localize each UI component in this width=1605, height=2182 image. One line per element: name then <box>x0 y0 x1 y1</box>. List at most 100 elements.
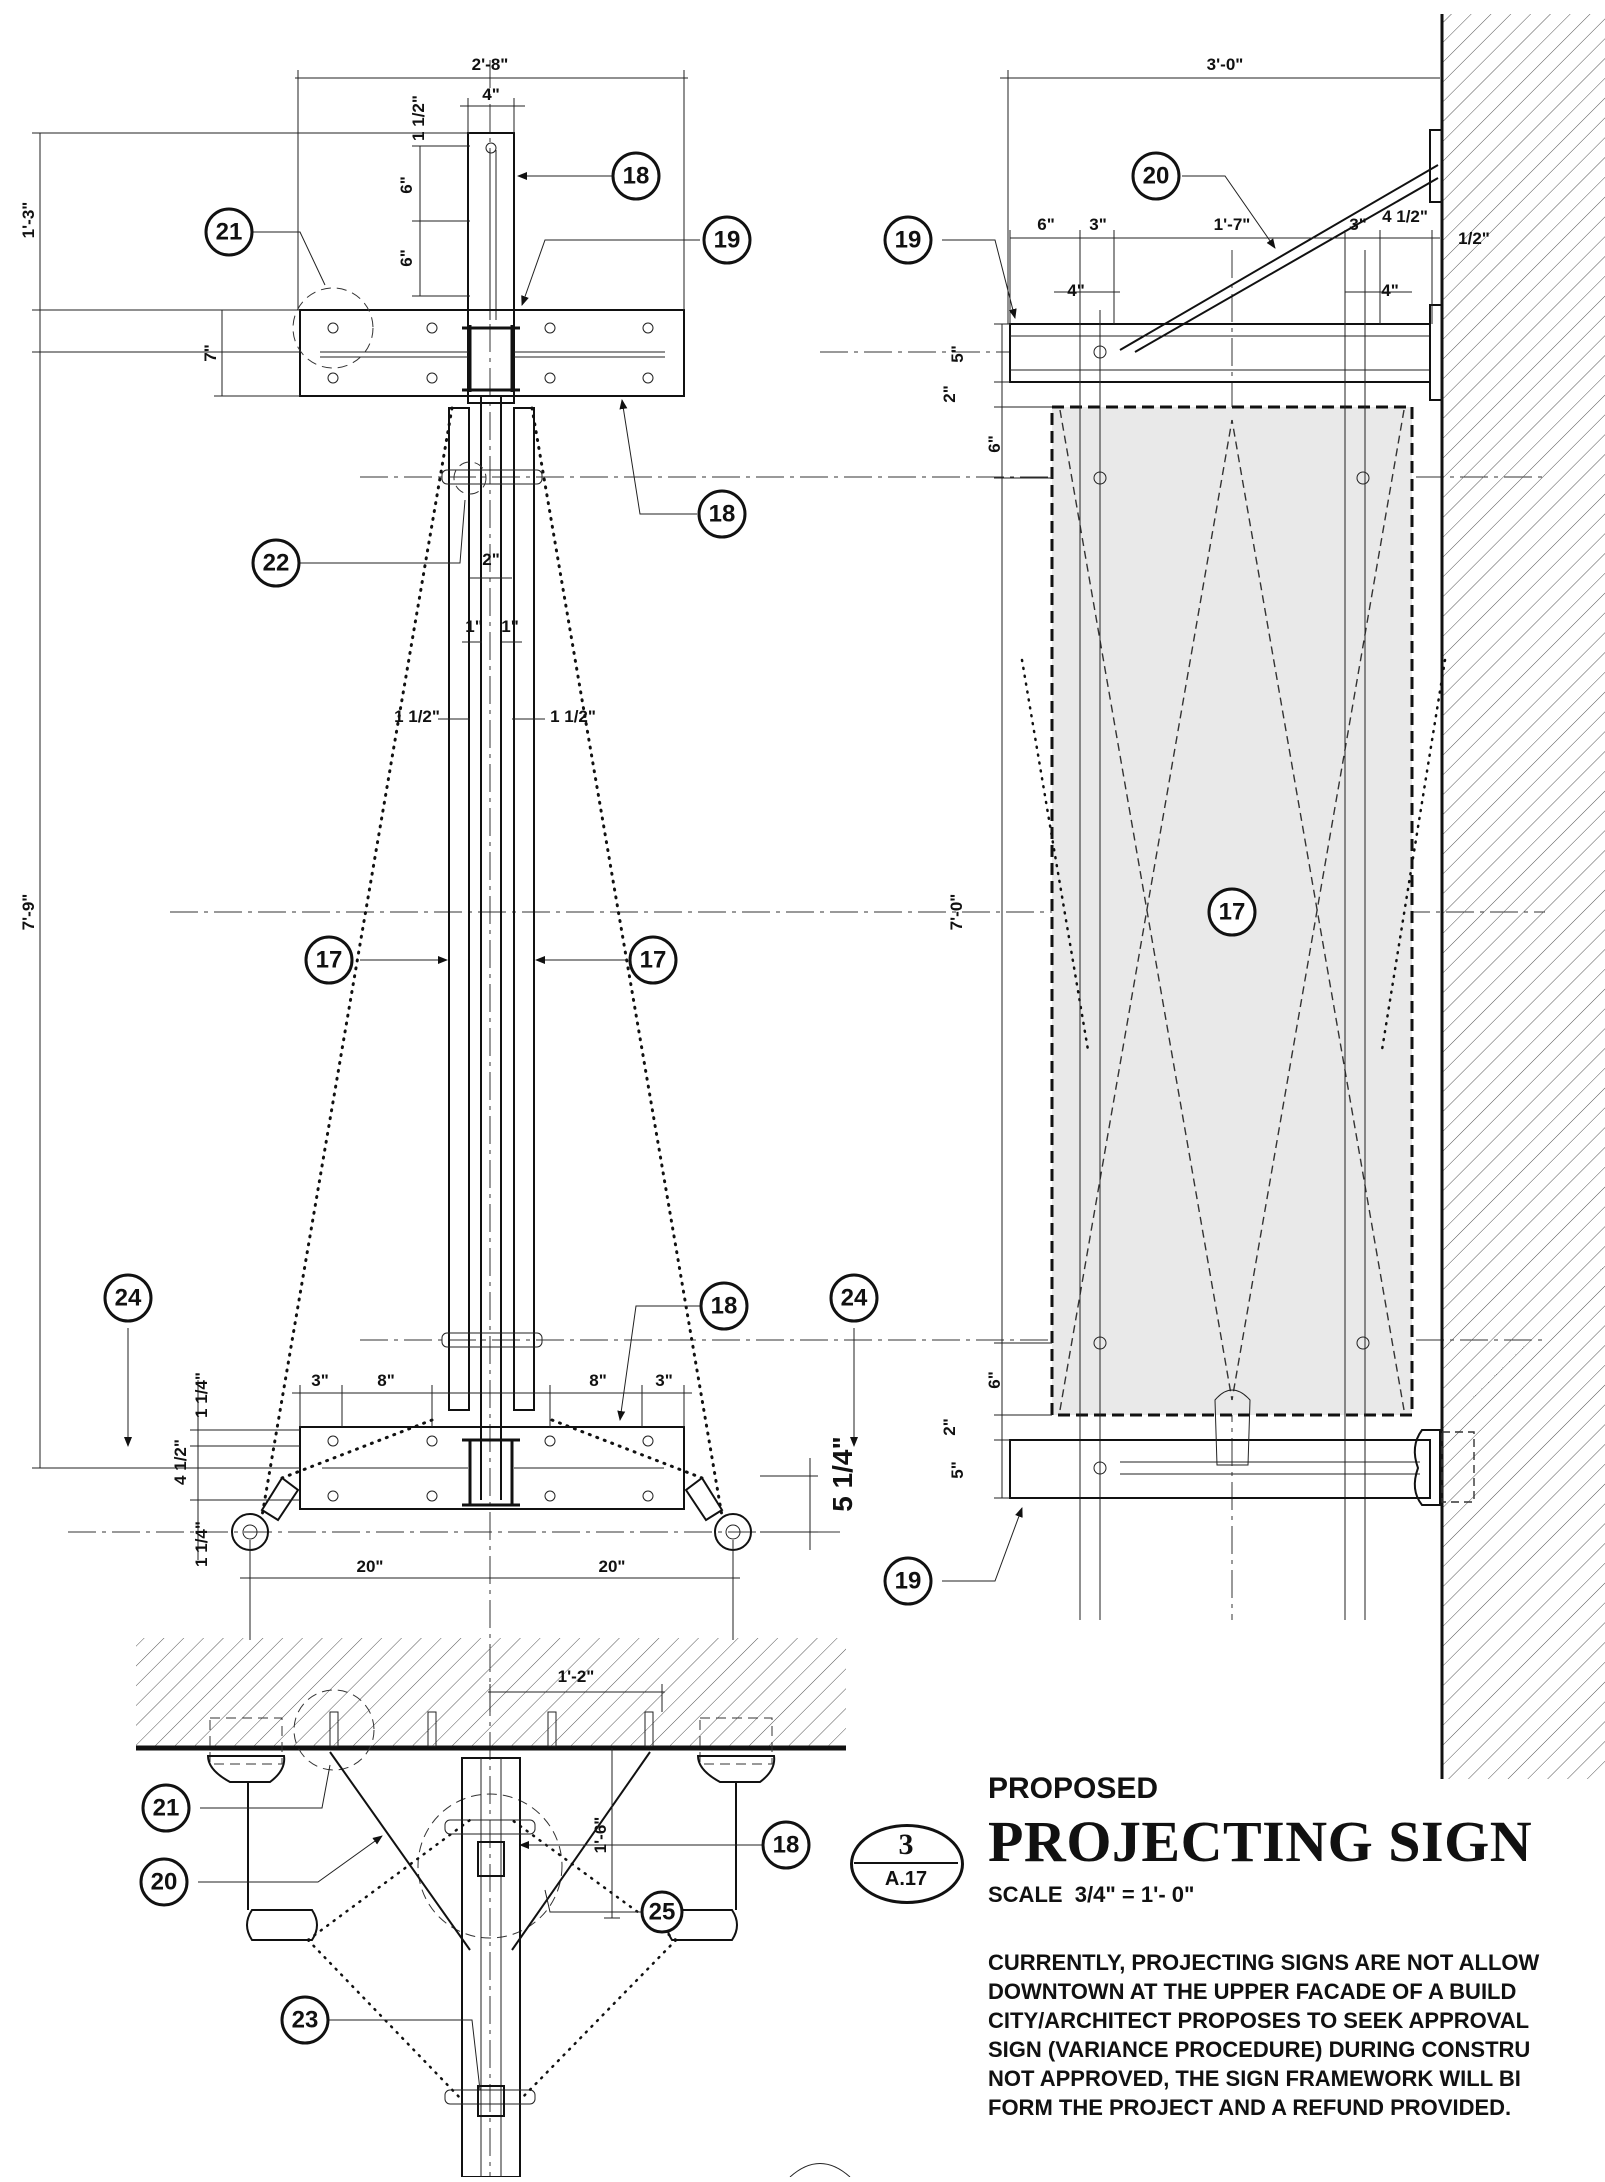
title-prefix: PROPOSED <box>988 1772 1159 1805</box>
svg-text:8": 8" <box>589 1371 607 1390</box>
svg-text:18: 18 <box>711 1293 738 1320</box>
callout-20-side: 20 <box>1131 151 1181 201</box>
svg-text:19: 19 <box>714 227 741 254</box>
svg-text:6": 6" <box>397 249 416 267</box>
svg-text:17: 17 <box>640 947 667 974</box>
svg-text:17: 17 <box>316 947 343 974</box>
svg-text:5": 5" <box>948 1461 967 1479</box>
callout-25-plan: 25 <box>640 1890 684 1934</box>
note-line: FORM THE PROJECT AND A REFUND PROVIDED. <box>988 2095 1512 2120</box>
front-view <box>231 132 752 1551</box>
callout-19-side-top: 19 <box>883 215 933 265</box>
svg-text:1 1/2": 1 1/2" <box>550 707 596 726</box>
svg-text:2'-8": 2'-8" <box>472 55 509 74</box>
svg-text:1": 1" <box>501 617 519 636</box>
callout-24-left: 24 <box>103 1273 153 1323</box>
drawing-notes: CURRENTLY, PROJECTING SIGNS ARE NOT ALLO… <box>988 1948 1605 2122</box>
svg-text:3": 3" <box>1349 215 1367 234</box>
note-line: SIGN (VARIANCE PROCEDURE) DURING CONSTRU <box>988 2037 1531 2062</box>
svg-text:24: 24 <box>115 1285 142 1312</box>
note-line: DOWNTOWN AT THE UPPER FACADE OF A BUILD <box>988 1979 1517 2004</box>
svg-text:1'-2": 1'-2" <box>558 1667 595 1686</box>
svg-text:6": 6" <box>1037 215 1055 234</box>
svg-text:7'-9": 7'-9" <box>19 894 38 931</box>
callout-18-bottom: 18 <box>699 1281 749 1331</box>
svg-text:4": 4" <box>1067 281 1085 300</box>
svg-text:1 1/4": 1 1/4" <box>192 1372 211 1418</box>
plan-view <box>136 1638 851 2178</box>
svg-text:4": 4" <box>482 85 500 104</box>
svg-text:20: 20 <box>151 1869 178 1896</box>
drawing-scale: SCALE 3/4" = 1'- 0" <box>988 1882 1195 1907</box>
svg-text:17: 17 <box>1219 899 1246 926</box>
svg-text:18: 18 <box>773 1832 800 1859</box>
svg-text:3'-0": 3'-0" <box>1207 55 1244 74</box>
svg-text:6": 6" <box>985 435 1004 453</box>
callout-17-side: 17 <box>1207 887 1257 937</box>
callout-21-plan: 21 <box>141 1783 191 1833</box>
svg-text:1/2": 1/2" <box>1458 229 1490 248</box>
callout-24-right: 24 <box>829 1273 879 1323</box>
note-line: CITY/ARCHITECT PROPOSES TO SEEK APPROVAL <box>988 2008 1530 2033</box>
note-line: NOT APPROVED, THE SIGN FRAMEWORK WILL BI <box>988 2066 1521 2091</box>
svg-text:4 1/2": 4 1/2" <box>171 1439 190 1485</box>
svg-text:21: 21 <box>153 1795 180 1822</box>
callout-21-top: 21 <box>204 207 254 257</box>
svg-text:20: 20 <box>1143 163 1170 190</box>
callout-22: 22 <box>251 538 301 588</box>
callouts: 18 19 21 18 22 17 17 24 18 24 20 19 17 1… <box>103 151 1257 2045</box>
svg-text:6": 6" <box>397 176 416 194</box>
svg-text:1'-6": 1'-6" <box>591 1817 610 1854</box>
svg-text:1 1/2": 1 1/2" <box>409 95 428 141</box>
svg-text:6": 6" <box>985 1371 1004 1389</box>
side-view <box>1009 14 1605 1779</box>
svg-text:8": 8" <box>377 1371 395 1390</box>
sheet-reference: A.17 <box>884 1868 928 1890</box>
callout-17-left: 17 <box>304 935 354 985</box>
svg-text:22: 22 <box>263 550 290 577</box>
svg-text:1'-3": 1'-3" <box>19 202 38 239</box>
svg-text:18: 18 <box>623 163 650 190</box>
callout-19-top: 19 <box>702 215 752 265</box>
callout-20-plan: 20 <box>139 1857 189 1907</box>
svg-text:5 1/4": 5 1/4" <box>827 1436 858 1512</box>
callout-19-side-bottom: 19 <box>883 1556 933 1606</box>
svg-text:25: 25 <box>649 1899 676 1926</box>
dimension-text: 2'-8" 4" 1 1/2" 6" 6" 1'-3" 7" 7'-9" 2" … <box>19 55 1490 1853</box>
note-line: CURRENTLY, PROJECTING SIGNS ARE NOT ALLO… <box>988 1950 1540 1975</box>
svg-text:3": 3" <box>655 1371 673 1390</box>
drawing-title: PROJECTING SIGN <box>988 1809 1533 1874</box>
svg-text:7'-0": 7'-0" <box>947 894 966 931</box>
leader-lines <box>124 172 1276 2091</box>
svg-text:19: 19 <box>895 1568 922 1595</box>
svg-text:1": 1" <box>465 617 483 636</box>
svg-text:20": 20" <box>599 1557 626 1576</box>
svg-text:23: 23 <box>292 2007 319 2034</box>
callout-18-plan: 18 <box>761 1820 811 1870</box>
svg-text:2": 2" <box>940 385 959 403</box>
svg-text:4": 4" <box>1381 281 1399 300</box>
svg-text:20": 20" <box>357 1557 384 1576</box>
svg-text:3": 3" <box>311 1371 329 1390</box>
callout-23-plan: 23 <box>280 1995 330 2045</box>
svg-text:19: 19 <box>895 227 922 254</box>
svg-text:3": 3" <box>1089 215 1107 234</box>
svg-text:4 1/2": 4 1/2" <box>1382 207 1428 226</box>
svg-text:24: 24 <box>841 1285 868 1312</box>
svg-text:1 1/4": 1 1/4" <box>192 1521 211 1567</box>
svg-text:18: 18 <box>709 501 736 528</box>
svg-text:7": 7" <box>201 344 220 362</box>
svg-text:1 1/2": 1 1/2" <box>394 707 440 726</box>
callout-17-right: 17 <box>628 935 678 985</box>
detail-tag: 3 A.17 <box>850 1824 964 1904</box>
callout-18-mid: 18 <box>697 489 747 539</box>
svg-text:5": 5" <box>948 345 967 363</box>
dimension-lines <box>32 70 1440 1919</box>
svg-text:1'-7": 1'-7" <box>1214 215 1251 234</box>
detail-tag-oval <box>850 1824 964 1904</box>
detail-number: 3 <box>898 1828 914 1861</box>
svg-text:2": 2" <box>940 1418 959 1436</box>
callout-18-top: 18 <box>611 151 661 201</box>
